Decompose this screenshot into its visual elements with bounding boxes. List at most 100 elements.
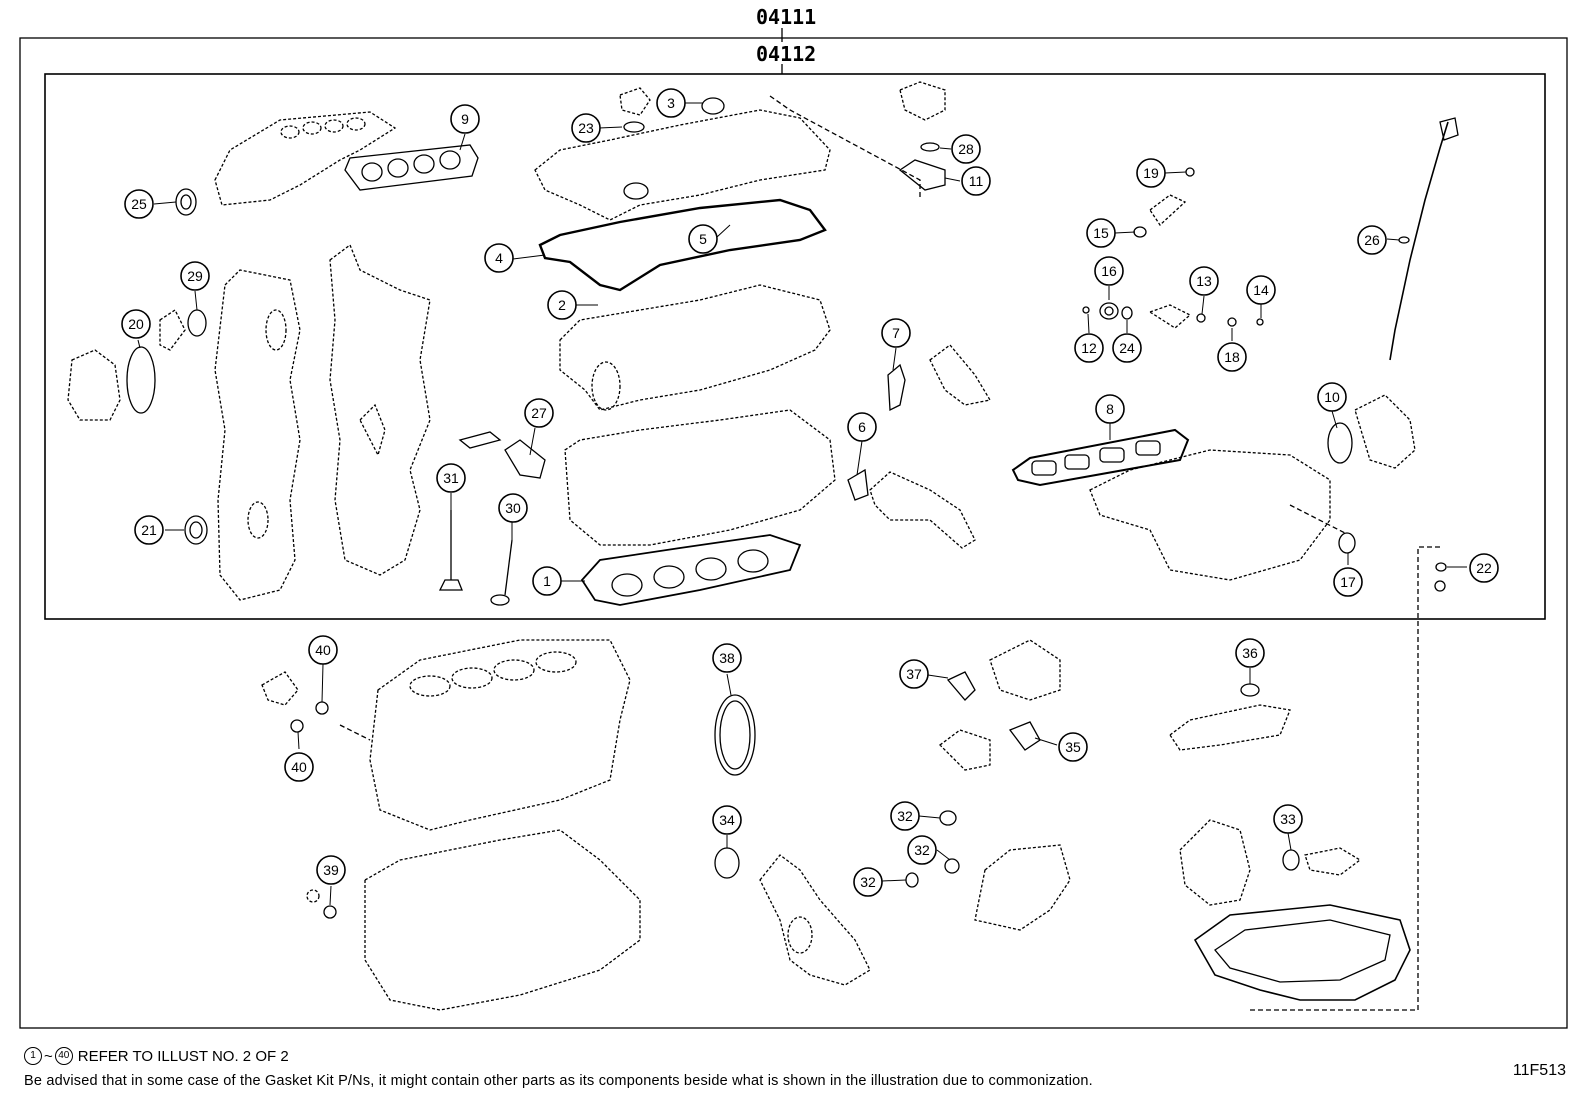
callout-number: 32: [914, 842, 930, 858]
callout-10: 10: [1317, 382, 1347, 412]
callout-number: 11: [969, 173, 984, 189]
callout-number: 8: [1106, 401, 1114, 417]
cylinder-block: [369, 639, 631, 831]
head-cover-gasket: [538, 198, 827, 292]
head-gasket-bores: [611, 549, 769, 597]
callout-number: 17: [1340, 574, 1356, 590]
callout-number: 22: [1476, 560, 1492, 576]
callout-number: 21: [141, 522, 157, 538]
kit-outer-label: 04111: [756, 5, 817, 29]
exhaust-gasket-ports: [361, 150, 461, 182]
callout-27: 27: [524, 398, 554, 428]
callout-32: 32: [890, 801, 920, 831]
callout-15: 15: [1086, 218, 1116, 248]
callout-number: 26: [1364, 232, 1380, 248]
callout-number: 13: [1196, 273, 1212, 289]
exhaust-manifold-gasket: [344, 144, 479, 191]
callout-5: 5: [688, 224, 718, 254]
callout-40: 40: [284, 752, 314, 782]
callout-8: 8: [1095, 394, 1125, 424]
timing-chain-cover: [214, 269, 301, 601]
callout-number: 25: [131, 196, 147, 212]
callout-number: 23: [578, 120, 594, 136]
illustration-reference-note: 1 ~ 40 REFER TO ILLUST NO. 2 OF 2: [24, 1047, 289, 1065]
callout-16: 16: [1094, 256, 1124, 286]
water-pump: [67, 349, 121, 421]
callout-number: 4: [495, 250, 503, 266]
callout-30: 30: [498, 493, 528, 523]
water-pump-o-ring: [126, 346, 156, 414]
callout-6: 6: [847, 412, 877, 442]
callout-26: 26: [1357, 225, 1387, 255]
callout-number: 32: [860, 874, 876, 890]
callout-number: 40: [291, 759, 307, 775]
callout-number: 28: [958, 141, 974, 157]
callout-31: 31: [436, 463, 466, 493]
callout-number: 19: [1143, 165, 1159, 181]
callout-35: 35: [1058, 732, 1088, 762]
callout-40: 40: [308, 635, 338, 665]
kit-outer-frame: [19, 37, 1568, 1029]
callout-number: 18: [1224, 349, 1240, 365]
callout-number: 24: [1119, 340, 1135, 356]
callout-number: 7: [892, 325, 900, 341]
reference-text: REFER TO ILLUST NO. 2 OF 2: [77, 1047, 289, 1065]
callout-number: 29: [187, 268, 203, 284]
commonization-advisory: Be advised that in some case of the Gask…: [24, 1073, 1093, 1089]
callout-18: 18: [1217, 342, 1247, 372]
callout-number: 20: [128, 316, 144, 332]
seal-25: [175, 188, 197, 216]
range-start-marker: 1: [24, 1047, 42, 1065]
callout-number: 34: [719, 812, 735, 828]
callout-number: 32: [897, 808, 913, 824]
callout-number: 36: [1242, 645, 1258, 661]
exhaust-manifold-ports: [280, 117, 366, 139]
callout-number: 40: [315, 642, 331, 658]
callout-38: 38: [712, 643, 742, 673]
callout-29: 29: [180, 261, 210, 291]
callout-34: 34: [712, 805, 742, 835]
callout-number: 30: [505, 500, 521, 516]
callout-23: 23: [571, 113, 601, 143]
callout-number: 39: [323, 862, 339, 878]
callout-14: 14: [1246, 275, 1276, 305]
seal-21: [184, 515, 208, 545]
callout-number: 16: [1101, 263, 1117, 279]
range-tilde: ~: [44, 1047, 53, 1065]
callout-13: 13: [1189, 266, 1219, 296]
kit-inner-label: 04112: [756, 42, 817, 66]
callout-number: 27: [531, 405, 547, 421]
cylinder-head-gasket: [580, 534, 802, 606]
callout-number: 14: [1253, 282, 1269, 298]
callout-3: 3: [656, 88, 686, 118]
callout-25: 25: [124, 189, 154, 219]
callout-39: 39: [316, 855, 346, 885]
callout-37: 37: [899, 659, 929, 689]
callout-number: 3: [667, 95, 675, 111]
callout-33: 33: [1273, 804, 1303, 834]
oil-pan: [1193, 904, 1411, 1001]
callout-number: 37: [906, 666, 922, 682]
callout-36: 36: [1235, 638, 1265, 668]
callout-22: 22: [1469, 553, 1499, 583]
callout-number: 12: [1081, 340, 1097, 356]
callout-17: 17: [1333, 567, 1363, 597]
illustration-code: 11F513: [1512, 1062, 1566, 1079]
callout-24: 24: [1112, 333, 1142, 363]
callout-number: 33: [1280, 811, 1296, 827]
kit-inner-frame: [44, 73, 1546, 620]
callout-layer: 1234567891011121314151617181920212223242…: [121, 88, 1499, 897]
callout-number: 35: [1065, 739, 1081, 755]
crankcase: [364, 829, 641, 1011]
callout-number: 15: [1093, 225, 1109, 241]
callout-2: 2: [547, 290, 577, 320]
callout-number: 6: [858, 419, 866, 435]
callout-32: 32: [853, 867, 883, 897]
callout-12: 12: [1074, 333, 1104, 363]
callout-1: 1: [532, 566, 562, 596]
callout-number: 9: [461, 111, 469, 127]
callout-28: 28: [951, 134, 981, 164]
callout-number: 2: [558, 297, 566, 313]
cylinder-head-cover: [534, 109, 831, 221]
